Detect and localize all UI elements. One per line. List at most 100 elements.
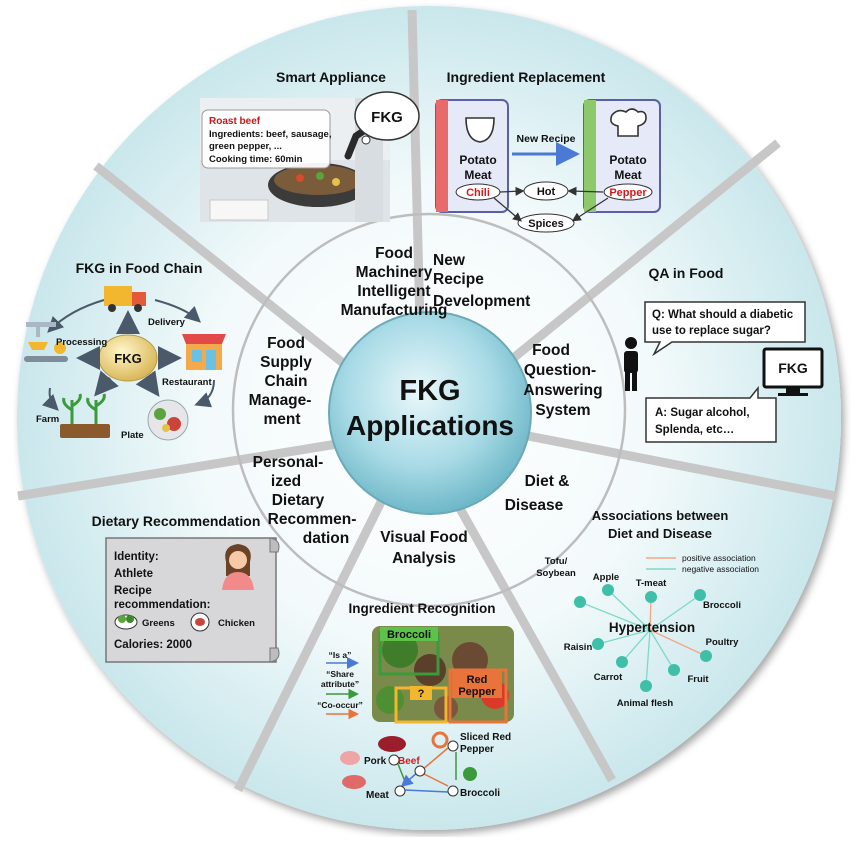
svg-text:Carrot: Carrot xyxy=(594,672,623,683)
svg-text:Recipe: Recipe xyxy=(114,585,152,597)
svg-text:Broccoli: Broccoli xyxy=(703,600,741,611)
svg-text:Processing: Processing xyxy=(56,337,107,348)
svg-text:Potato: Potato xyxy=(459,153,496,167)
inner-label-diet: Diet & Disease xyxy=(505,473,570,514)
left-recipe-book: Potato Meat Chili xyxy=(435,99,509,213)
center-circle xyxy=(328,311,532,515)
svg-text:negative association: negative association xyxy=(682,564,759,574)
bowl-icon xyxy=(465,117,495,143)
plate-icon xyxy=(147,399,189,441)
svg-text:Spices: Spices xyxy=(528,218,563,230)
inner-label-visual: Visual Food Analysis xyxy=(380,529,468,567)
svg-text:Apple: Apple xyxy=(593,572,619,583)
svg-text:ment: ment xyxy=(263,411,300,428)
svg-text:Food: Food xyxy=(532,342,570,359)
svg-text:Greens: Greens xyxy=(142,618,175,629)
inner-ring xyxy=(231,212,627,608)
monitor-icon: FKG xyxy=(762,347,824,396)
person-icon xyxy=(624,337,638,391)
svg-text:Broccoli: Broccoli xyxy=(460,788,500,799)
svg-text:“Is a”: “Is a” xyxy=(329,650,352,660)
svg-text:FKG: FKG xyxy=(778,360,808,376)
svg-text:Machinery: Machinery xyxy=(356,264,433,281)
svg-text:Meat: Meat xyxy=(464,168,491,182)
recipe-card xyxy=(201,109,331,169)
diet-disease-panel: Associations between Diet and Disease po… xyxy=(536,508,759,709)
processing-machine-icon xyxy=(24,322,68,362)
node-raisin xyxy=(592,638,604,650)
right-recipe-book: Potato Meat Pepper xyxy=(583,99,661,213)
inner-label-recipe: New Recipe Development xyxy=(433,252,530,310)
svg-text:Food: Food xyxy=(267,335,305,352)
inner-label-personal: Personal- ized Dietary Recommen- dation xyxy=(253,454,357,547)
node-poultry xyxy=(700,650,712,662)
node-animal-flesh xyxy=(640,680,652,692)
relation-legend: “Is a” “Share attribute” “Co-occur” xyxy=(317,650,363,720)
svg-text:Recommen-: Recommen- xyxy=(268,511,357,528)
svg-text:Animal flesh: Animal flesh xyxy=(617,698,674,709)
svg-text:Ingredient Replacement: Ingredient Replacement xyxy=(447,69,606,85)
svg-text:Diet and Disease: Diet and Disease xyxy=(608,526,712,541)
svg-text:Meat: Meat xyxy=(614,168,641,182)
node-tofu xyxy=(574,596,586,608)
svg-text:Analysis: Analysis xyxy=(392,550,456,567)
qa-food-panel: QA in Food Q: What should a diabetic use… xyxy=(624,265,824,443)
svg-text:QA in Food: QA in Food xyxy=(649,265,724,281)
restaurant-icon xyxy=(182,334,226,370)
answer-bubble xyxy=(645,385,777,443)
question-bubble xyxy=(644,301,806,357)
node-broccoli xyxy=(447,785,459,797)
association-spokes xyxy=(579,589,707,687)
svg-text:Food: Food xyxy=(375,245,413,262)
greens-icon xyxy=(114,614,138,630)
svg-text:New: New xyxy=(433,252,466,269)
svg-text:Delivery: Delivery xyxy=(148,317,186,328)
svg-text:Red: Red xyxy=(467,674,488,686)
node-broccoli-disease xyxy=(694,589,706,601)
svg-text:Pepper: Pepper xyxy=(458,686,496,698)
dietary-recommendation-panel: Dietary Recommendation Identity: Athlete… xyxy=(92,513,280,663)
svg-text:Question-: Question- xyxy=(524,362,596,379)
svg-text:Chicken: Chicken xyxy=(218,618,255,629)
smart-appliance-panel: Smart Appliance Roast beef Ingredients: … xyxy=(200,69,420,222)
node-sliced-pepper xyxy=(447,740,459,752)
svg-text:Manufacturing: Manufacturing xyxy=(341,302,448,319)
svg-text:Tofu/: Tofu/ xyxy=(545,556,568,567)
delivery-truck-icon xyxy=(104,286,146,312)
svg-text:Chain: Chain xyxy=(264,373,307,390)
svg-text:Identity:: Identity: xyxy=(114,551,159,563)
svg-text:“Co-occur”: “Co-occur” xyxy=(317,700,363,710)
inner-label-supply: Food Supply Chain Manage- ment xyxy=(249,335,313,428)
svg-text:Pepper: Pepper xyxy=(460,744,494,755)
chef-hat-icon xyxy=(610,108,647,137)
ingredient-recognition-panel: Ingredient Recognition Broccoli ? Red Pe… xyxy=(317,601,514,801)
svg-text:Cooking time: 60min: Cooking time: 60min xyxy=(209,154,303,165)
node-fruit xyxy=(668,664,680,676)
svg-text:Restaurant: Restaurant xyxy=(162,377,212,388)
chicken-icon xyxy=(190,612,210,632)
svg-text:positive association: positive association xyxy=(682,553,756,563)
svg-text:Ingredients: beef, sausage,: Ingredients: beef, sausage, xyxy=(209,129,331,140)
svg-text:Poultry: Poultry xyxy=(706,637,739,648)
svg-text:ized: ized xyxy=(271,473,301,490)
center-title: FKG xyxy=(399,375,460,407)
node-carrot xyxy=(616,656,628,668)
svg-text:A: Sugar alcohol,: A: Sugar alcohol, xyxy=(655,407,750,419)
svg-text:Soybean: Soybean xyxy=(536,568,576,579)
svg-text:?: ? xyxy=(418,688,425,700)
ingredient-graph: Pork Beef Sliced Red Pepper Meat Broccol… xyxy=(340,731,511,801)
svg-text:Answering: Answering xyxy=(523,382,602,399)
svg-text:Visual Food: Visual Food xyxy=(380,529,468,546)
svg-text:Plate: Plate xyxy=(121,430,144,441)
svg-text:Beef: Beef xyxy=(398,756,420,767)
svg-text:Associations between: Associations between xyxy=(592,508,729,523)
svg-text:Pepper: Pepper xyxy=(609,187,647,199)
svg-text:Farm: Farm xyxy=(36,414,59,425)
svg-text:Dietary: Dietary xyxy=(272,492,325,509)
svg-text:Recipe: Recipe xyxy=(433,271,484,288)
node-pork xyxy=(388,754,400,766)
svg-text:System: System xyxy=(535,402,590,419)
inner-label-machinery: Food Machinery Intelligent Manufacturing xyxy=(341,245,448,319)
node-meat xyxy=(394,785,406,797)
